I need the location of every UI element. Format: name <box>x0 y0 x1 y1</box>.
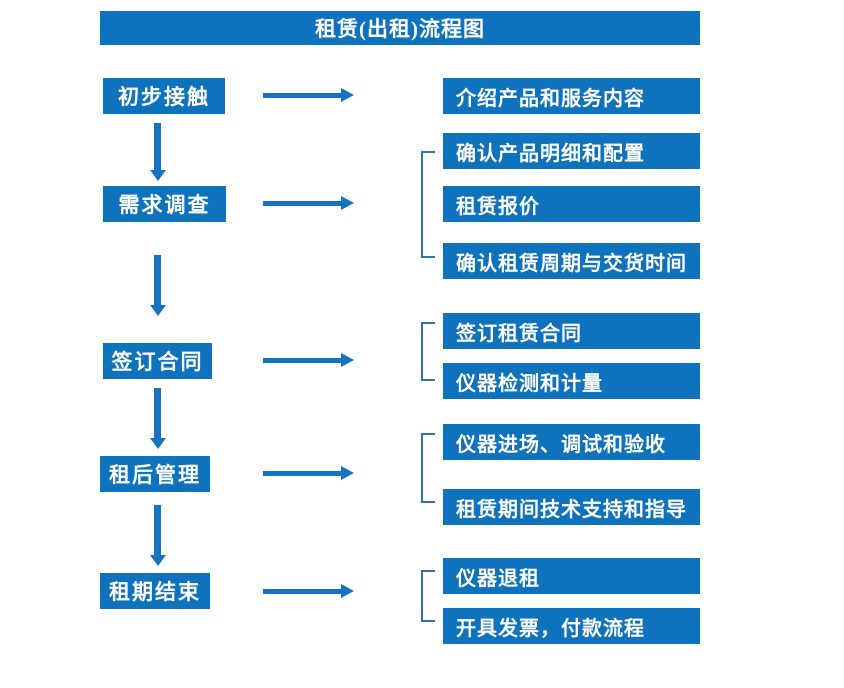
down-arrow-icon <box>149 255 166 316</box>
right-arrow-icon <box>263 88 354 102</box>
down-arrow-icon <box>149 388 166 449</box>
flowchart-title: 租赁(出租)流程图 <box>315 17 485 41</box>
step-box-demand-survey: 需求调查 <box>103 186 226 222</box>
step-box-rental-end: 租期结束 <box>100 573 210 609</box>
detail-box-introduce-products: 介绍产品和服务内容 <box>443 78 700 114</box>
group-bracket <box>421 322 435 381</box>
detail-box-technical-support: 租赁期间技术支持和指导 <box>443 489 700 525</box>
detail-box-instrument-setup: 仪器进场、调试和验收 <box>443 424 700 460</box>
right-arrow-icon <box>263 196 354 210</box>
step-box-initial-contact: 初步接触 <box>103 78 225 114</box>
detail-box-instrument-inspection: 仪器检测和计量 <box>443 363 700 399</box>
group-bracket <box>421 433 435 503</box>
detail-box-confirm-period-delivery: 确认租赁周期与交货时间 <box>443 243 700 279</box>
detail-box-rental-quote: 租赁报价 <box>443 186 700 222</box>
right-arrow-icon <box>263 466 354 480</box>
detail-box-invoice-payment: 开具发票，付款流程 <box>443 608 700 644</box>
flowchart-title-bar: 租赁(出租)流程图 <box>100 11 700 45</box>
step-box-post-rental-mgmt: 租后管理 <box>100 456 210 492</box>
step-box-sign-contract: 签订合同 <box>103 343 212 379</box>
down-arrow-icon <box>149 505 166 566</box>
detail-box-sign-rental-contract: 签订租赁合同 <box>443 313 700 349</box>
detail-box-instrument-return: 仪器退租 <box>443 558 700 594</box>
down-arrow-icon <box>149 123 166 181</box>
right-arrow-icon <box>263 353 354 367</box>
detail-box-confirm-product-config: 确认产品明细和配置 <box>443 133 700 169</box>
group-bracket <box>421 151 435 258</box>
group-bracket <box>421 570 435 622</box>
right-arrow-icon <box>263 584 354 598</box>
